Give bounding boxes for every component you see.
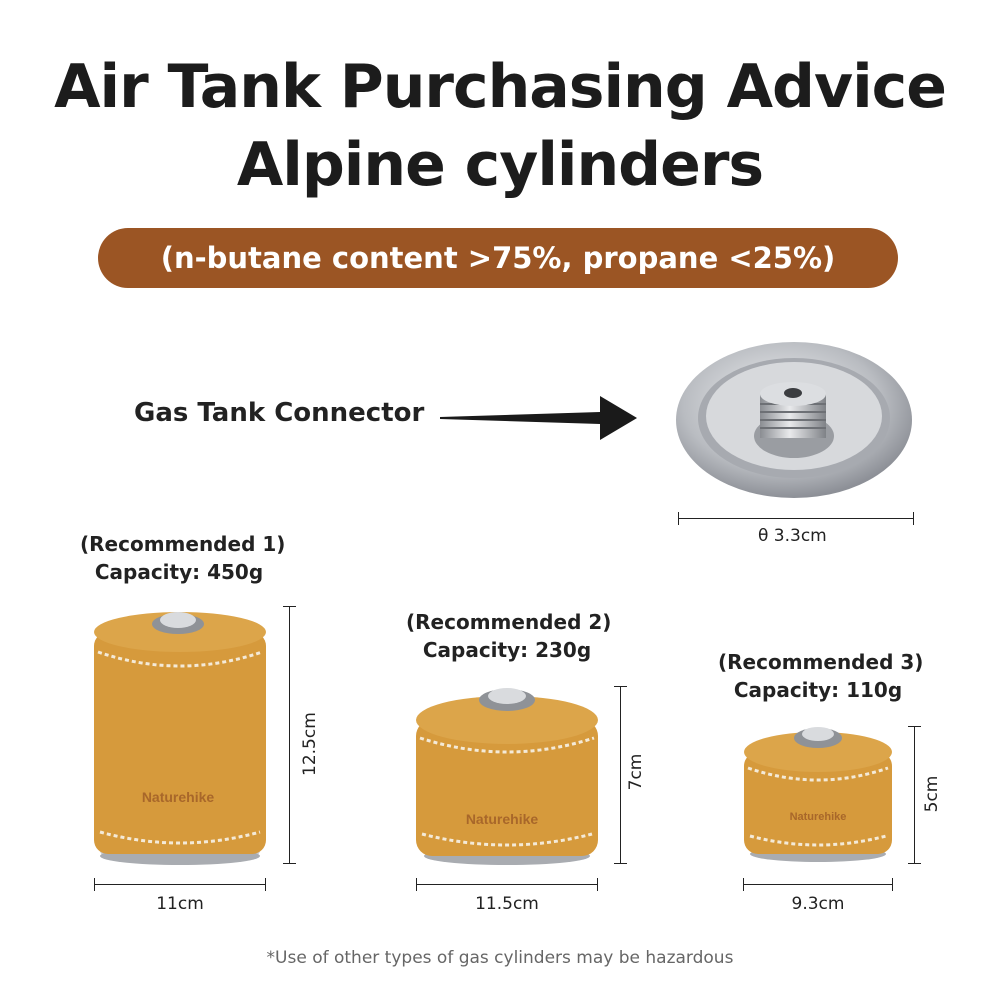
- can-1-height-line: [283, 606, 296, 864]
- hazard-footnote: *Use of other types of gas cylinders may…: [266, 948, 734, 968]
- can-3-brand: Naturehike: [790, 811, 847, 823]
- can-3-image: Naturehike: [744, 727, 892, 862]
- can-2-brand: Naturehike: [466, 811, 539, 827]
- can-2-heading: (Recommended 2) Capacity: 230g: [406, 608, 612, 664]
- can-1-image: Naturehike: [94, 612, 266, 865]
- can-2-height-label: 7cm: [626, 753, 646, 791]
- page-title-line-2: Alpine cylinders: [236, 130, 764, 200]
- can-3-width-line: [743, 878, 893, 891]
- can-2-width-label: 11.5cm: [475, 894, 539, 914]
- composition-banner: (n-butane content >75%, propane <25%): [98, 228, 898, 288]
- can-1-height-label: 12.5cm: [300, 712, 320, 776]
- connector-diameter-label: θ 3.3cm: [758, 526, 827, 546]
- can-3-width-label: 9.3cm: [791, 894, 845, 914]
- gas-connector-image: [676, 342, 912, 498]
- can-3-heading: (Recommended 3) Capacity: 110g: [718, 648, 924, 704]
- can-1-width-label: 11cm: [156, 894, 204, 914]
- can-3-capacity: Capacity: 110g: [733, 678, 903, 702]
- page-title-line-1: Air Tank Purchasing Advice: [54, 52, 947, 122]
- connector-label: Gas Tank Connector: [134, 398, 425, 428]
- can-1-capacity: Capacity: 450g: [94, 560, 264, 584]
- can-1-heading: (Recommended 1) Capacity: 450g: [80, 530, 286, 586]
- can-2-recommended: (Recommended 2): [406, 610, 612, 634]
- can-3-height-label: 5cm: [922, 775, 942, 813]
- can-1-brand: Naturehike: [142, 789, 215, 805]
- can-1-recommended: (Recommended 1): [80, 532, 286, 556]
- arrow-right-icon: [440, 396, 637, 440]
- can-2-image: Naturehike: [416, 688, 598, 865]
- can-2-height-line: [614, 686, 627, 864]
- connector-diameter-line: [678, 512, 914, 525]
- can-2-capacity: Capacity: 230g: [422, 638, 592, 662]
- can-2-width-line: [416, 878, 598, 891]
- can-1-width-line: [94, 878, 266, 891]
- can-3-recommended: (Recommended 3): [718, 650, 924, 674]
- can-3-height-line: [908, 726, 921, 864]
